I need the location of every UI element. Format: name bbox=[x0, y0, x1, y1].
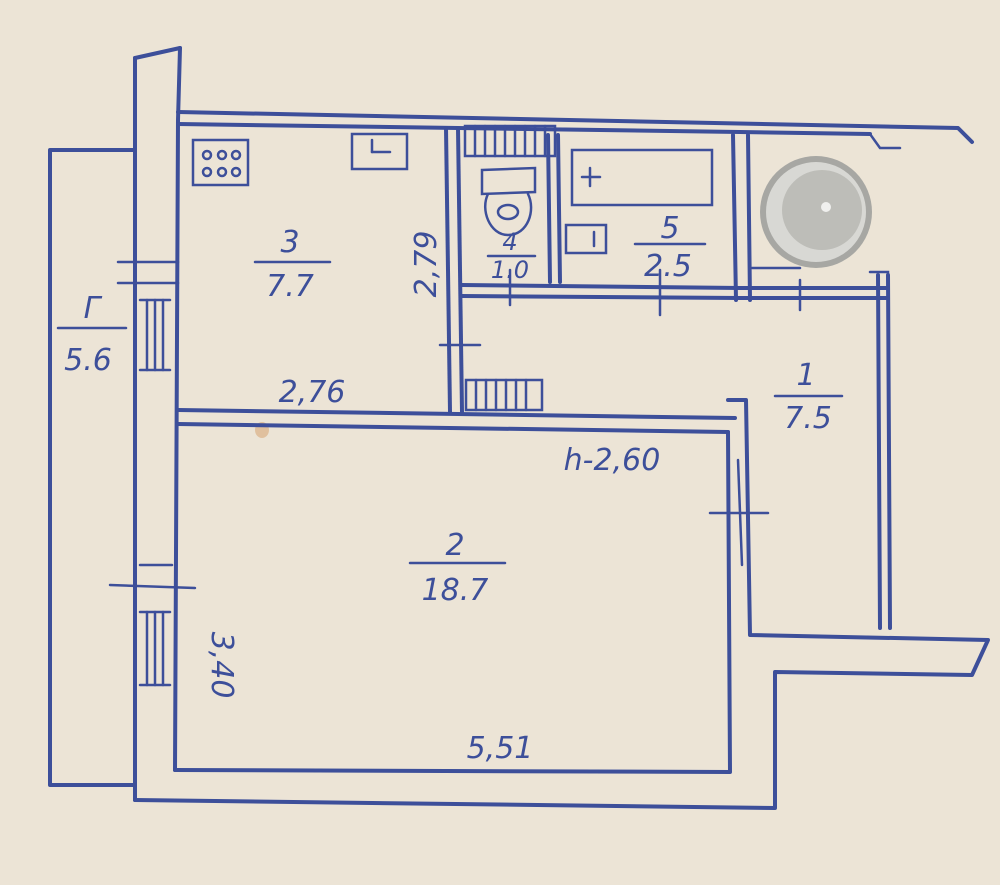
dimension-kitchen-width: 2,76 bbox=[279, 375, 346, 410]
room-number-bath: 5 bbox=[660, 211, 679, 246]
room-number-living: 2 bbox=[445, 528, 464, 563]
room-number-balcony: Г bbox=[84, 291, 103, 326]
partition-wet-rooms bbox=[460, 268, 890, 317]
room-label-balcony: Г 5.6 bbox=[56, 291, 128, 378]
window-kitchen bbox=[116, 260, 180, 372]
room-area-wc: 1.0 bbox=[491, 256, 529, 284]
wall-living-right bbox=[133, 398, 990, 810]
room-area-bath: 2.5 bbox=[644, 249, 692, 284]
room-label-bath: 5 2.5 bbox=[633, 211, 707, 284]
room-label-hall: 1 7.5 bbox=[773, 358, 844, 436]
dimension-living-depth: 3,40 bbox=[204, 632, 239, 699]
window-living bbox=[108, 563, 197, 687]
wall-wc-bath bbox=[556, 133, 562, 284]
ceiling-height: h-2,60 bbox=[564, 443, 661, 478]
stove-icon bbox=[191, 138, 250, 187]
room-area-living: 18.7 bbox=[422, 573, 489, 608]
room-number-wc: 4 bbox=[502, 228, 517, 256]
balcony-outline bbox=[48, 148, 137, 787]
partition-bath-closet bbox=[731, 133, 802, 302]
room-label-kitchen: 3 7.7 bbox=[253, 225, 332, 304]
wc-ventilation bbox=[463, 124, 557, 158]
partition-kitchen-living bbox=[176, 408, 737, 434]
radiator-hatch bbox=[464, 378, 544, 412]
toilet-icon bbox=[480, 166, 537, 237]
wall-hall-right bbox=[876, 273, 892, 630]
outer-wall-left bbox=[133, 46, 182, 802]
coin-icon bbox=[760, 156, 872, 268]
dimension-kitchen-depth: 2,79 bbox=[409, 231, 444, 298]
room-label-wc: 4 1.0 bbox=[486, 228, 537, 284]
outer-wall-top bbox=[176, 110, 974, 150]
room-label-living: 2 18.7 bbox=[408, 528, 507, 608]
room-area-hall: 7.5 bbox=[784, 401, 832, 436]
partition-kitchen-wc bbox=[438, 126, 482, 414]
room-area-balcony: 5.6 bbox=[64, 343, 112, 378]
room-number-kitchen: 3 bbox=[280, 225, 299, 260]
dimension-living-width: 5,51 bbox=[467, 731, 534, 766]
bath-sink-icon bbox=[564, 223, 608, 255]
bathtub-icon bbox=[570, 148, 714, 207]
room-number-hall: 1 bbox=[796, 358, 815, 393]
sink-icon bbox=[350, 132, 409, 171]
wall-wc-right bbox=[546, 133, 552, 284]
room-area-kitchen: 7.7 bbox=[266, 269, 314, 304]
